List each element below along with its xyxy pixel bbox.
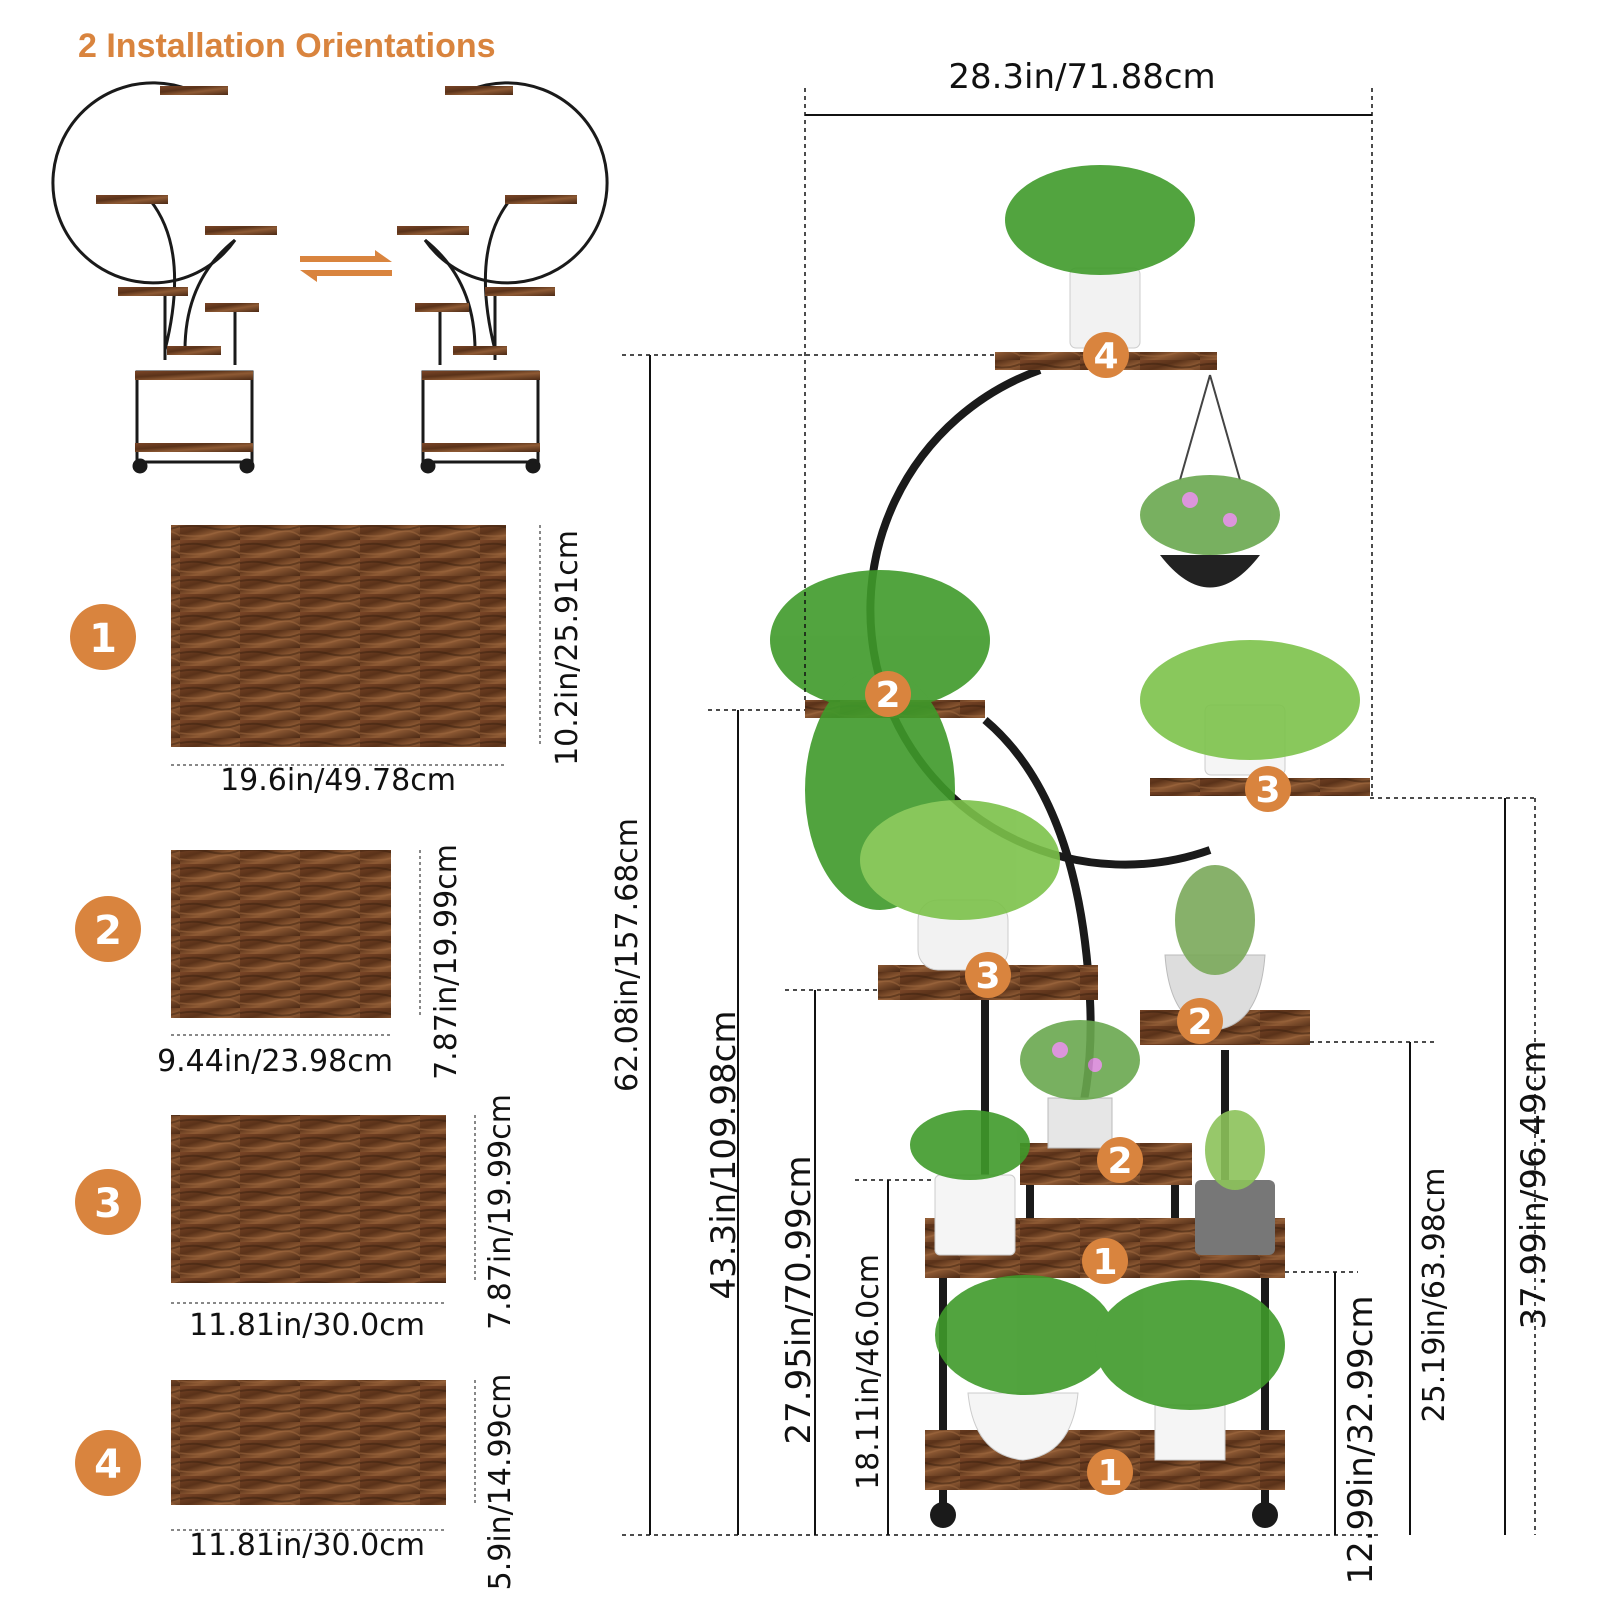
- overall-width-label: 28.3in/71.88cm: [948, 57, 1215, 97]
- badge-icon: [865, 671, 911, 717]
- board-3: 3 11.81in/30.0cm 7.87in/19.99cm: [75, 1094, 518, 1343]
- board-depth-label: 7.87in/19.99cm: [429, 844, 464, 1080]
- dimension-guides: [622, 88, 1536, 1536]
- board-width-label: 11.81in/30.0cm: [189, 1308, 425, 1343]
- board-swatch: [171, 525, 506, 747]
- board-swatch: [171, 850, 391, 1018]
- dimension-lines: [649, 114, 1506, 1535]
- stand-badge: 2: [1107, 1141, 1132, 1182]
- board-width-label: 19.6in/49.78cm: [220, 763, 456, 798]
- board-width-label: 11.81in/30.0cm: [189, 1528, 425, 1563]
- badge-icon: [1097, 1137, 1143, 1183]
- badge-icon: [1082, 1238, 1128, 1284]
- badge-icon: [1177, 998, 1223, 1044]
- board-swatch: [171, 1380, 446, 1505]
- stand-badge: 3: [1255, 770, 1280, 811]
- left-tier-2-height-label: 43.3in/109.98cm: [704, 1011, 744, 1300]
- board-depth-label: 7.87in/19.99cm: [483, 1094, 518, 1330]
- stand-badge: 1: [1097, 1453, 1122, 1494]
- board-depth-label: 5.9in/14.99cm: [483, 1374, 518, 1591]
- stand-badge: 2: [1187, 1002, 1212, 1043]
- board-badge: 2: [94, 908, 122, 954]
- right-tier-2-height-label: 25.19in/63.98cm: [1417, 1168, 1452, 1423]
- badge-icon: [1083, 332, 1129, 378]
- right-tier-3-height-label: 37.99in/96.49cm: [1514, 1041, 1554, 1330]
- orientation-right-shelves: [397, 86, 577, 452]
- badge-3-icon: [75, 1169, 141, 1235]
- stand-badge: 1: [1092, 1242, 1117, 1283]
- plant-stand-illustration: 4 2 3 3 2 2 1 1: [770, 165, 1370, 1528]
- board-2: 2 9.44in/23.98cm 7.87in/19.99cm: [75, 844, 464, 1080]
- left-tier-3-height-label: 27.95in/70.99cm: [779, 1156, 819, 1445]
- swap-arrows-icon: [300, 250, 392, 282]
- board-width-label: 9.44in/23.98cm: [157, 1044, 393, 1079]
- board-badge: 1: [89, 616, 117, 662]
- badge-icon: [965, 952, 1011, 998]
- stand-badge: 2: [875, 675, 900, 716]
- orientation-left-diagram: [51, 81, 255, 474]
- page-title: 2 Installation Orientations: [78, 27, 496, 65]
- stand-badge: 3: [975, 956, 1000, 997]
- wheel-icon: [1252, 1502, 1278, 1528]
- orientation-left-shelves: [96, 86, 277, 452]
- badge-icon: [1245, 766, 1291, 812]
- board-depth-label: 10.2in/25.91cm: [550, 530, 585, 766]
- plant-foliage: [770, 165, 1360, 1410]
- stand-badge: 4: [1093, 336, 1118, 377]
- orientation-right-diagram: [420, 81, 609, 474]
- board-4: 4 11.81in/30.0cm 5.9in/14.99cm: [75, 1374, 518, 1591]
- wheel-icon: [930, 1502, 956, 1528]
- lower-tier-2-height-label: 18.11in/46.0cm: [851, 1254, 886, 1490]
- base-tier-1-height-label: 12.99in/32.99cm: [1341, 1296, 1381, 1585]
- board-badge: 3: [94, 1181, 122, 1227]
- board-1: 1 19.6in/49.78cm 10.2in/25.91cm: [70, 525, 585, 798]
- badge-2-icon: [75, 896, 141, 962]
- badge-icon: [1087, 1449, 1133, 1495]
- total-height-label: 62.08in/157.68cm: [610, 818, 645, 1092]
- badge-4-icon: [75, 1430, 141, 1496]
- badge-1-icon: [70, 604, 136, 670]
- board-swatch: [171, 1115, 446, 1283]
- board-badge: 4: [94, 1442, 122, 1488]
